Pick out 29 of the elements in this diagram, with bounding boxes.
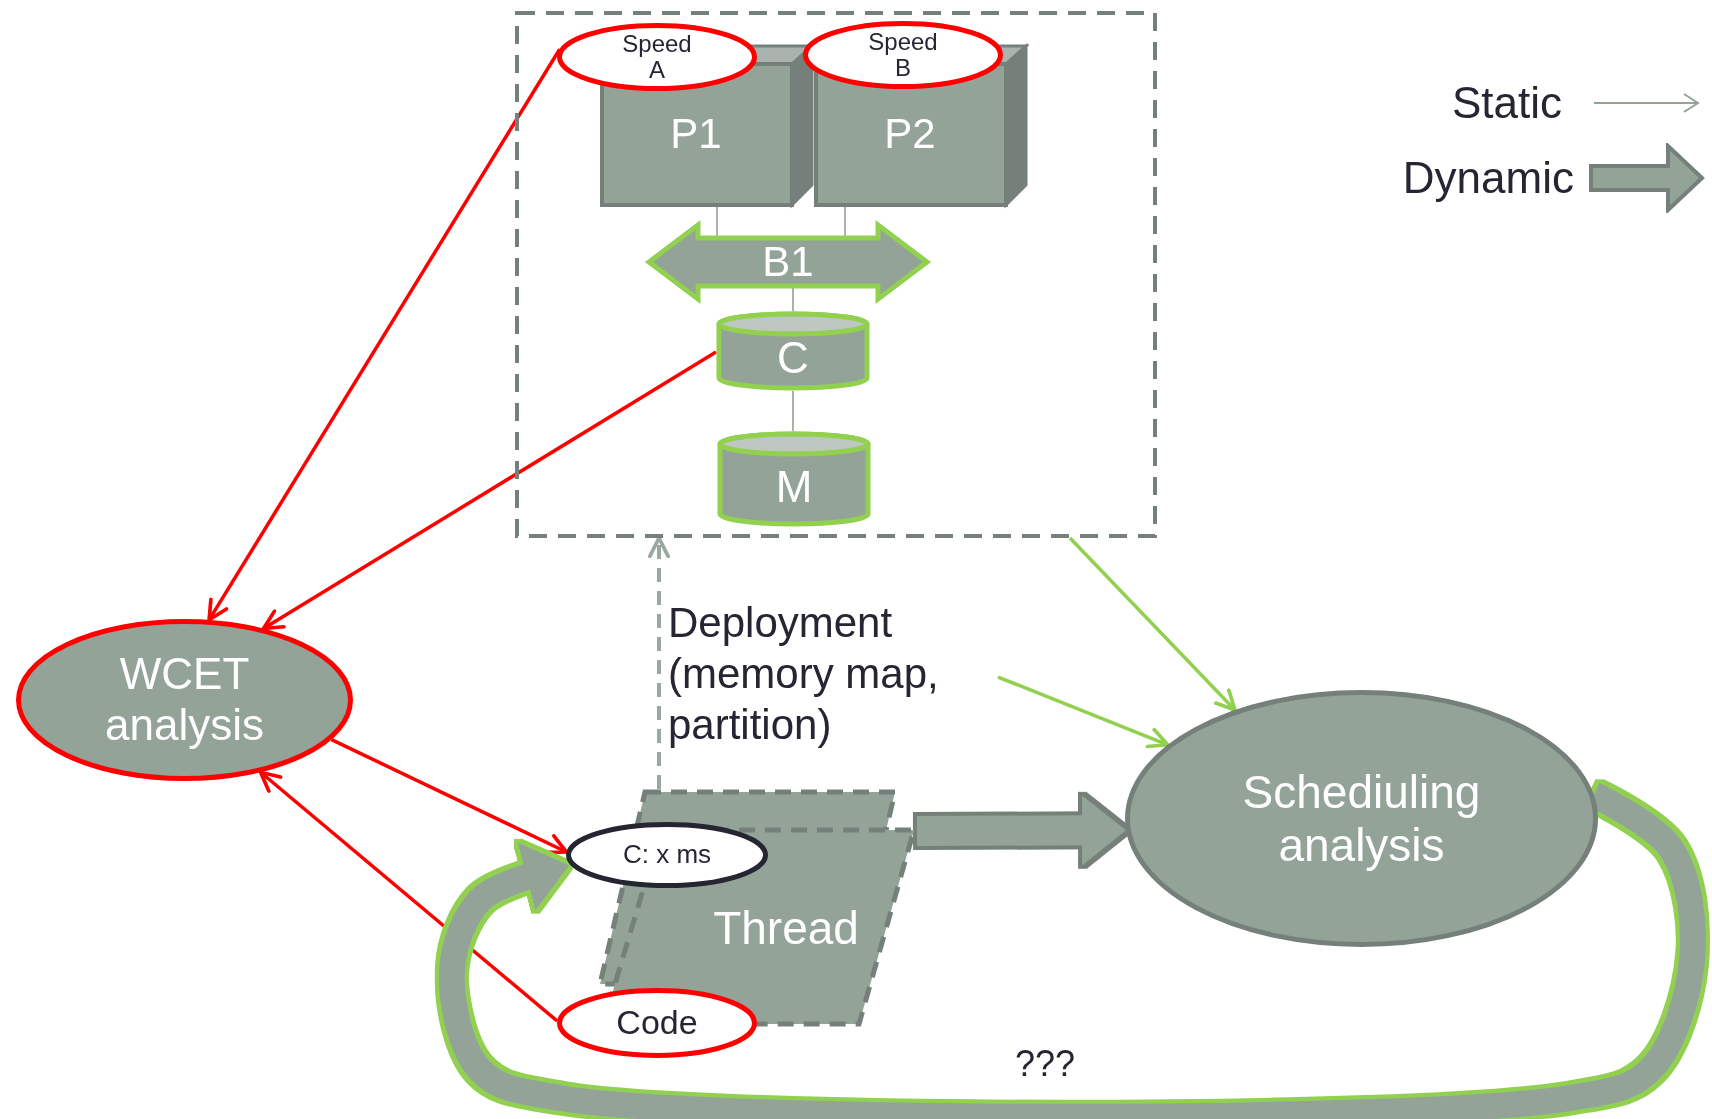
connector-line (792, 390, 794, 432)
node-label: M (775, 461, 813, 513)
arrow (258, 770, 559, 1023)
edge-label: ??? (1013, 1044, 1077, 1084)
arrow (261, 350, 717, 631)
node-label: C: x ms (622, 840, 712, 870)
arrow (997, 675, 1170, 749)
oval-tag (566, 822, 768, 888)
double-arrow-bar (646, 222, 930, 302)
node-label: Thread (713, 901, 859, 955)
cylinder-block (716, 311, 870, 391)
analysis-ellipse (16, 619, 353, 781)
node-label: Code (616, 1003, 698, 1043)
cylinder-block (717, 431, 871, 527)
block-arrow (916, 795, 1126, 866)
analysis-ellipse (1125, 690, 1598, 947)
node-label: WCET analysis (104, 649, 265, 751)
dashed-boundary-box (515, 11, 1157, 538)
arrow (207, 48, 562, 622)
annotation-text: Deployment (memory map, partition) (668, 597, 998, 767)
legend-label: Dynamic (1402, 152, 1574, 204)
arrow (330, 738, 569, 855)
node-label: B1 (762, 237, 814, 287)
arrow (1068, 536, 1237, 712)
legend-label: Static (1451, 77, 1562, 129)
oval-tag (557, 988, 757, 1058)
node-label: C (777, 332, 809, 384)
node-label: Schediuling analysis (1241, 765, 1482, 872)
dashed-arrow (648, 536, 670, 789)
